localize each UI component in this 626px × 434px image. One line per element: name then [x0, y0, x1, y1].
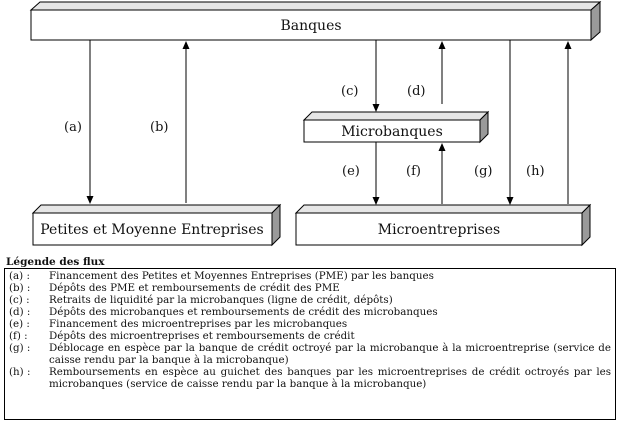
legend-item-f: (f) : Dépôts des microentreprises et rem… [9, 330, 611, 342]
legend-code: (g) : [9, 342, 31, 354]
box-banques: Banques [29, 0, 602, 42]
legend-code: (c) : [9, 294, 30, 306]
legend-text: Financement des Petites et Moyennes Entr… [49, 270, 434, 282]
box-microentreprises: Microentreprises [294, 203, 592, 247]
legend-code: (d) : [9, 306, 31, 318]
flow-label-e: (e) [342, 164, 360, 179]
legend-text: Dépôts des microentreprises et rembourse… [49, 330, 355, 342]
legend-item-a: (a) : Financement des Petites et Moyenne… [9, 270, 611, 282]
legend-box: (a) : Financement des Petites et Moyenne… [4, 268, 616, 420]
legend-code: (a) : [9, 270, 30, 282]
legend-item-b: (b) : Dépôts des PME et remboursements d… [9, 282, 611, 294]
legend-text: Financement des microentreprises par les… [49, 318, 348, 330]
legend-text: Dépôts des PME et remboursements de créd… [49, 282, 340, 294]
flow-label-h: (h) [526, 164, 545, 179]
legend-title: Légende des flux [6, 256, 105, 268]
flow-label-c: (c) [341, 84, 358, 99]
box-pme-label: Petites et Moyenne Entreprises [40, 222, 263, 238]
legend-code: (f) : [9, 330, 28, 342]
box-banques-label: Banques [280, 18, 341, 34]
box-microentreprises-label: Microentreprises [378, 222, 500, 238]
legend-text: Remboursements en espèce au guichet des … [49, 366, 611, 390]
legend-code: (b) : [9, 282, 31, 294]
box-microbanques: Microbanques [302, 110, 490, 144]
flow-diagram: Banques Microbanques Petites et Moyenne … [29, 0, 602, 247]
flow-label-b: (b) [150, 120, 168, 135]
legend-code: (h) : [9, 366, 31, 378]
legend-item-c: (c) : Retraits de liquidité par la micro… [9, 294, 611, 306]
legend-text: Retraits de liquidité par la microbanque… [49, 294, 393, 306]
legend-item-d: (d) : Dépôts des microbanques et rembour… [9, 306, 611, 318]
legend-code: (e) : [9, 318, 30, 330]
legend-text: Déblocage en espèce par la banque de cré… [49, 342, 611, 366]
box-microbanques-label: Microbanques [341, 124, 443, 140]
legend-item-g: (g) : Déblocage en espèce par la banque … [9, 342, 611, 366]
flow-label-d: (d) [407, 84, 425, 99]
legend-text: Dépôts des microbanques et remboursement… [49, 306, 438, 318]
flow-label-a: (a) [64, 120, 82, 135]
box-pme: Petites et Moyenne Entreprises [31, 203, 282, 247]
flow-label-g: (g) [474, 164, 492, 179]
legend-item-h: (h) : Remboursements en espèce au guiche… [9, 366, 611, 390]
legend-item-e: (e) : Financement des microentreprises p… [9, 318, 611, 330]
flow-label-f: (f) [406, 164, 421, 179]
